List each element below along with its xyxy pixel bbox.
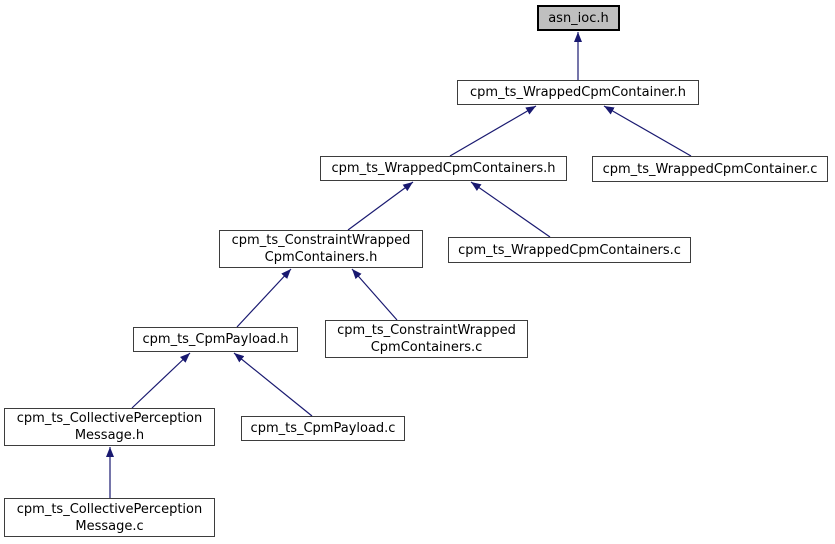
node-cpm-ts-constraintwrappedcpmcontainers-h[interactable]: cpm_ts_ConstraintWrapped CpmContainers.h xyxy=(219,230,423,268)
node-cpm-ts-wrappedcpmcontainer-c[interactable]: cpm_ts_WrappedCpmContainer.c xyxy=(592,156,828,182)
edge-constraintwrapped-c-to-constraintwrapped-h xyxy=(351,268,398,321)
edge-wrappedcpmcontainer-c-to-wrappedcpmcontainer-h xyxy=(603,105,692,157)
edge-constraintwrapped-h-to-wrappedcpmcontainers-h xyxy=(347,181,414,231)
edge-wrappedcpmcontainers-h-to-wrappedcpmcontainer-h xyxy=(449,105,537,157)
edge-wrappedcpmcontainers-c-to-wrappedcpmcontainers-h xyxy=(470,181,551,238)
node-cpm-ts-cpmpayload-c[interactable]: cpm_ts_CpmPayload.c xyxy=(241,416,405,441)
node-cpm-ts-collectiveperceptionmessage-c[interactable]: cpm_ts_CollectivePerception Message.c xyxy=(4,498,215,537)
edge-cpmpayload-h-to-constraintwrapped-h xyxy=(236,268,292,328)
node-cpm-ts-cpmpayload-h[interactable]: cpm_ts_CpmPayload.h xyxy=(133,327,298,352)
node-cpm-ts-constraintwrappedcpmcontainers-c[interactable]: cpm_ts_ConstraintWrapped CpmContainers.c xyxy=(325,320,528,358)
node-cpm-ts-wrappedcpmcontainers-h[interactable]: cpm_ts_WrappedCpmContainers.h xyxy=(320,156,567,181)
node-cpm-ts-wrappedcpmcontainers-c[interactable]: cpm_ts_WrappedCpmContainers.c xyxy=(448,237,691,263)
node-asn-ioc-h[interactable]: asn_ioc.h xyxy=(537,5,620,31)
node-cpm-ts-wrappedcpmcontainer-h[interactable]: cpm_ts_WrappedCpmContainer.h xyxy=(457,80,699,105)
edge-cpmpayload-c-to-cpmpayload-h xyxy=(233,352,313,417)
edge-collectiveperception-h-to-cpmpayload-h xyxy=(131,352,191,409)
node-cpm-ts-collectiveperceptionmessage-h[interactable]: cpm_ts_CollectivePerception Message.h xyxy=(4,408,215,446)
